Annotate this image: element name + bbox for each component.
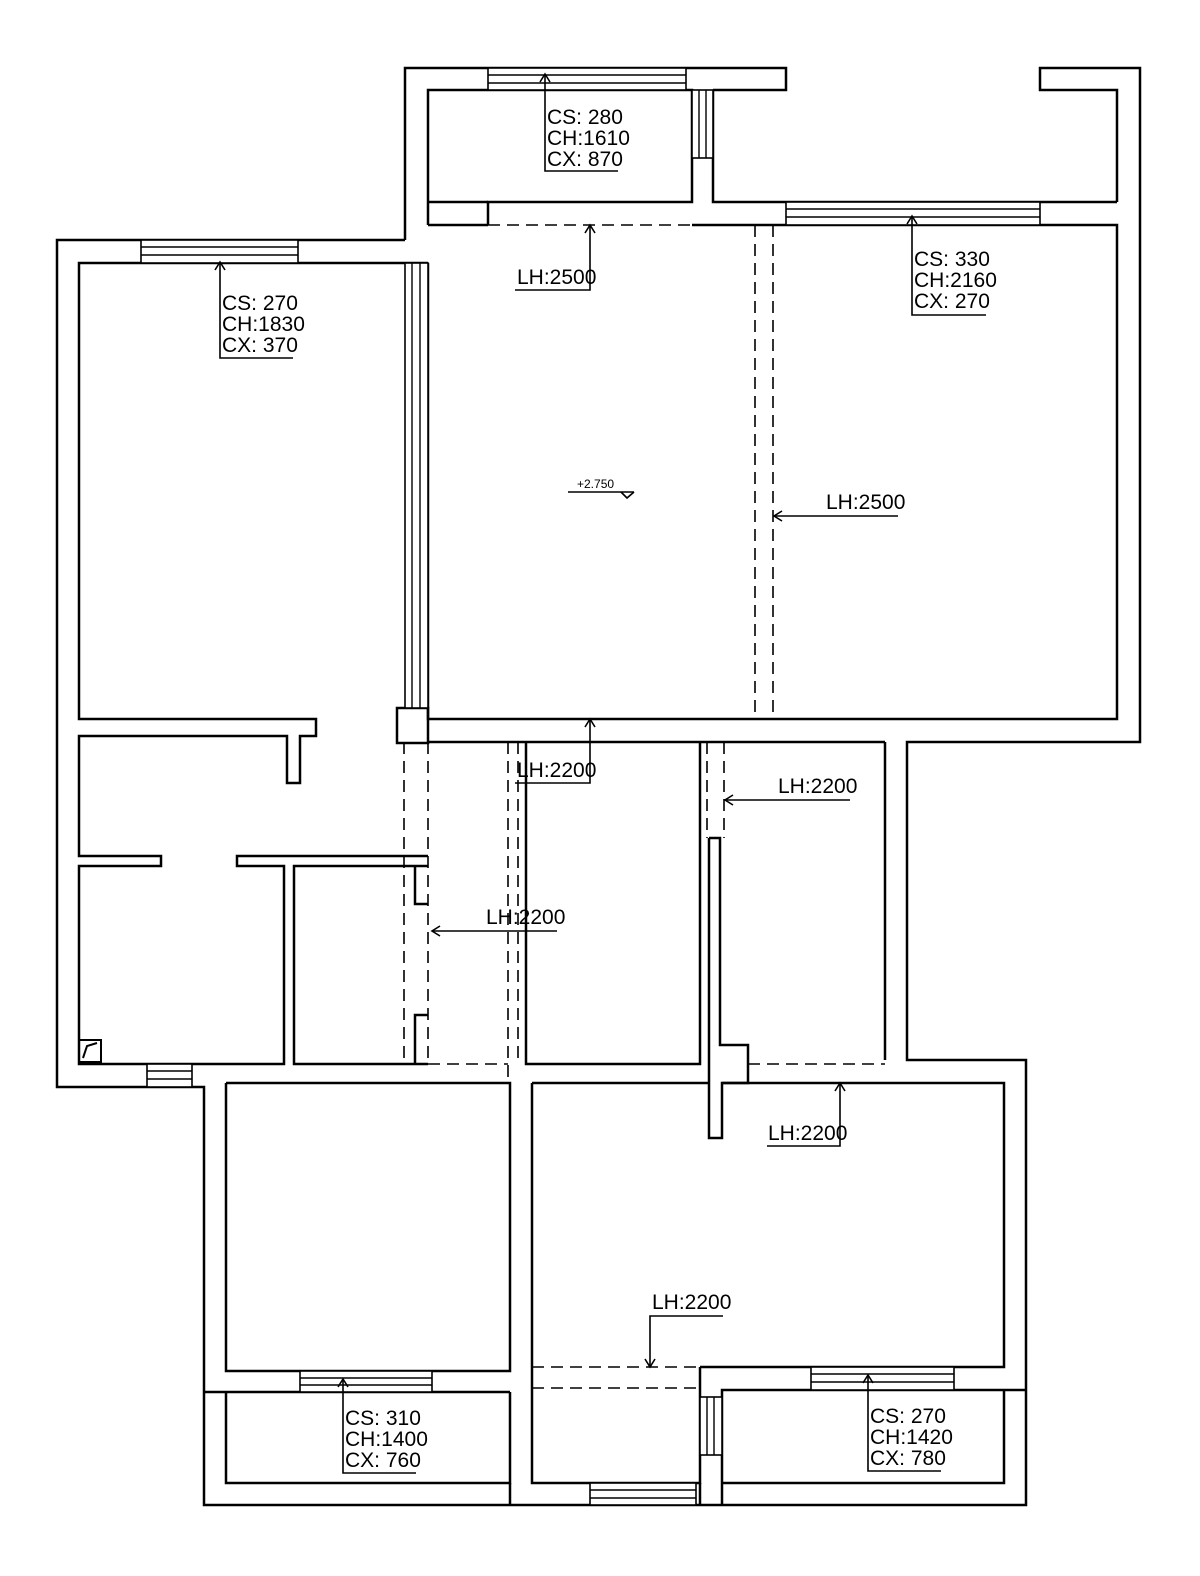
- window-sill-height: CS: 270: [870, 1405, 946, 1428]
- opening-height: LH:2200: [517, 759, 596, 782]
- opening-tag-top-center: LH:2500: [515, 223, 596, 291]
- opening-height: LH:2200: [652, 1291, 731, 1314]
- opening-height: LH:2200: [768, 1122, 847, 1145]
- window-top-center: [487, 67, 687, 91]
- window-width: CX: 370: [222, 334, 298, 357]
- window-height: CH:1610: [547, 127, 630, 150]
- window-sill-height: CS: 280: [547, 106, 623, 129]
- window-height: CH:2160: [914, 269, 997, 292]
- window-tag-top-center: CS: 280 CH:1610 CX: 870: [539, 72, 630, 172]
- window-left-bottom: [146, 1063, 193, 1088]
- opening-tag-mid-center: LH:2200: [515, 717, 596, 784]
- window-left-vertical: [404, 262, 429, 709]
- opening-height: LH:2200: [778, 775, 857, 798]
- opening-tag-lower-right: LH:2200: [767, 1081, 847, 1147]
- window-height: CH:1420: [870, 1426, 953, 1449]
- window-tag-bottom-left: CS: 310 CH:1400 CX: 760: [337, 1377, 428, 1474]
- opening-height: LH:2500: [826, 491, 905, 514]
- window-width: CX: 270: [914, 290, 990, 313]
- window-top-side: [691, 89, 714, 159]
- window-height: CH:1400: [345, 1428, 428, 1451]
- window-tag-bottom-right: CS: 270 CH:1420 CX: 780: [862, 1373, 953, 1472]
- window-width: CX: 870: [547, 148, 623, 171]
- opening-height: LH:2500: [517, 266, 596, 289]
- window-bottom-center: [589, 1482, 697, 1506]
- window-bottom-side: [699, 1396, 723, 1456]
- elevation-text: +2.750: [577, 477, 614, 491]
- window-width: CX: 760: [345, 1449, 421, 1472]
- window-tag-left: CS: 270 CH:1830 CX: 370: [214, 260, 305, 359]
- dashed-openings: [403, 201, 885, 1389]
- window-sill-height: CS: 330: [914, 248, 990, 271]
- opening-tag-mid-right: LH:2200: [723, 775, 857, 806]
- window-sill-height: CS: 270: [222, 292, 298, 315]
- opening-height: LH:2200: [486, 906, 565, 929]
- window-bottom-left: [299, 1370, 433, 1393]
- window-width: CX: 780: [870, 1447, 946, 1470]
- window-height: CH:1830: [222, 313, 305, 336]
- windows: [140, 67, 1041, 1506]
- opening-tag-center-right: LH:2500: [772, 491, 905, 522]
- window-sill-height: CS: 310: [345, 1407, 421, 1430]
- window-tag-top-right: CS: 330 CH:2160 CX: 270: [906, 214, 997, 316]
- elevation-mark: +2.750: [568, 477, 635, 500]
- opening-tag-bottom-center: LH:2200: [644, 1291, 731, 1369]
- window-bottom-right: [810, 1366, 955, 1391]
- opening-tag-mid-left: LH:2200: [430, 906, 565, 937]
- window-left: [140, 239, 299, 264]
- window-top-right: [785, 201, 1041, 226]
